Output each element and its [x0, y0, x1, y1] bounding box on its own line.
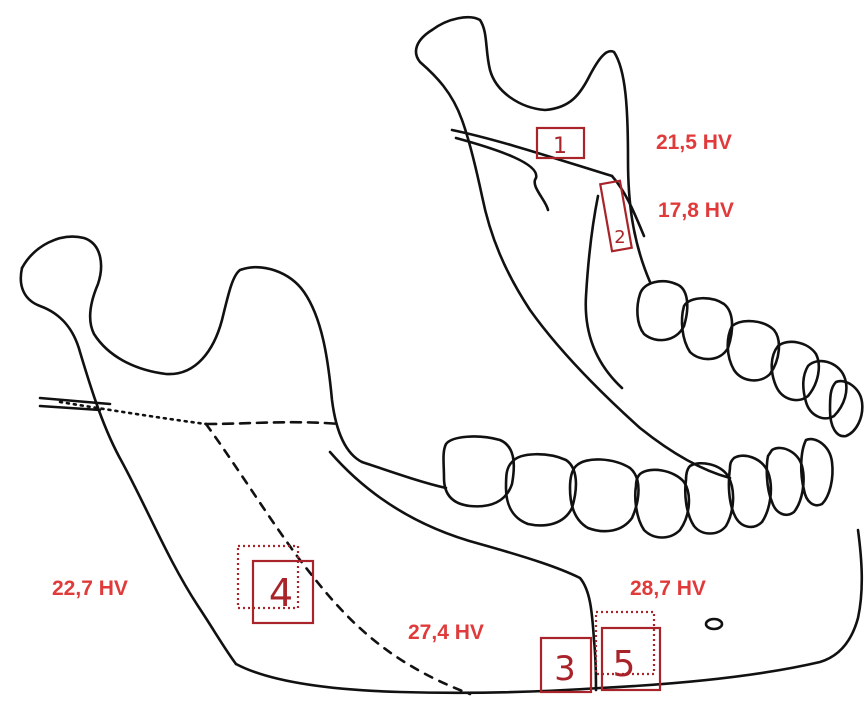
front-molar-1 — [444, 437, 514, 507]
front-premolar-2 — [685, 463, 733, 533]
mental-foramen — [706, 619, 722, 629]
front-incisor-2 — [801, 439, 832, 505]
site-5-number: 5 — [613, 644, 636, 685]
back-molar-1 — [637, 281, 687, 340]
front-canine — [729, 456, 771, 527]
site-2-number: 2 — [614, 227, 625, 248]
right-condyle-outline — [416, 30, 730, 478]
front-incisor-1 — [767, 448, 804, 515]
right-internal-ridge — [586, 196, 622, 388]
front-molar-2 — [506, 454, 576, 525]
mandible-lower-border — [236, 530, 862, 693]
hv-label-site-1: 21,5 HV — [656, 132, 732, 153]
site-1-number: 1 — [553, 134, 567, 159]
back-premolar-2 — [803, 361, 846, 418]
left-condyle-outline — [22, 237, 362, 462]
hv-label-site-3: 27,4 HV — [408, 622, 484, 643]
hv-label-site-5: 28,7 HV — [630, 578, 706, 599]
hv-label-site-4: 22,7 HV — [52, 578, 128, 599]
front-molar-3 — [570, 459, 639, 531]
inner-dashed-line — [206, 424, 470, 694]
hv-label-site-2: 17,8 HV — [658, 200, 734, 221]
alveolar-ridge-left — [362, 462, 446, 488]
back-molar-2 — [682, 298, 732, 359]
mandibular-canal-dashed — [206, 422, 340, 424]
front-premolar-1 — [635, 470, 689, 538]
site-4-number: 4 — [269, 571, 293, 615]
site-3-number: 3 — [554, 649, 576, 689]
mandibular-canal-dotted — [60, 402, 206, 424]
left-condyle-neck — [21, 268, 236, 664]
